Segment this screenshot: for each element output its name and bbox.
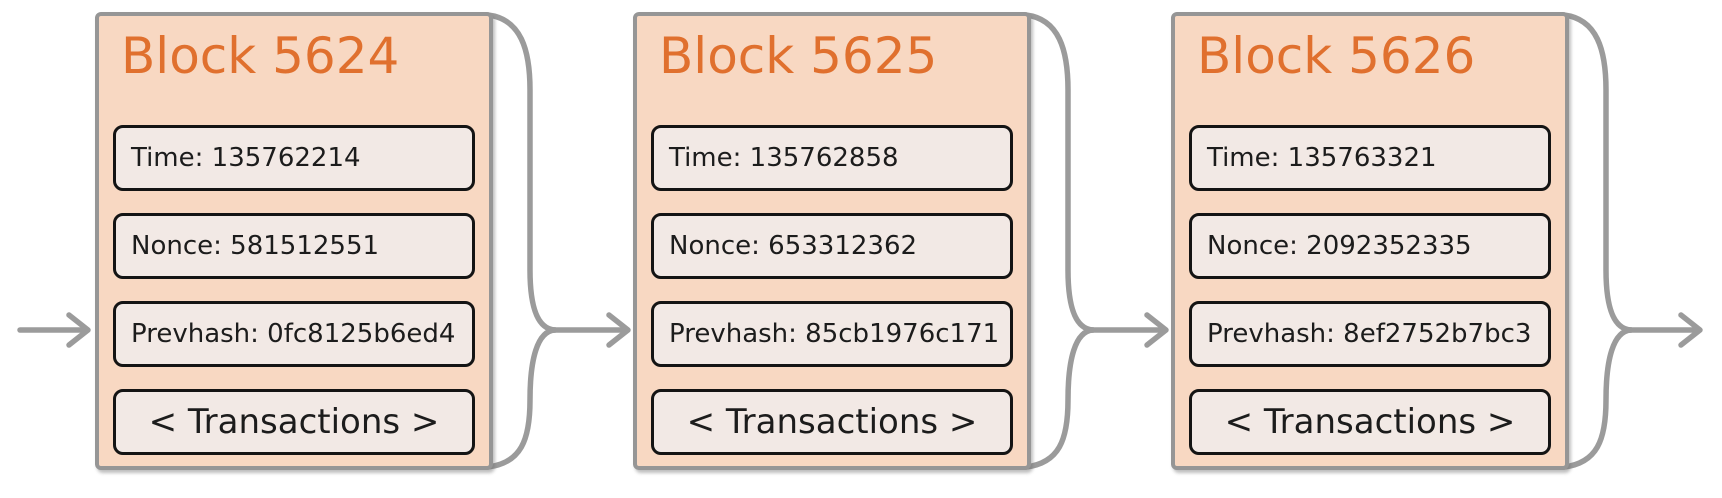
prevhash-field: Prevhash: 85cb1976c171 [651, 301, 1013, 367]
transactions-field: < Transactions > [113, 389, 475, 455]
block-title: Block 5626 [1197, 27, 1476, 85]
prevhash-field: Prevhash: 0fc8125b6ed4 [113, 301, 475, 367]
block2-brace-connector [1023, 12, 1096, 470]
nonce-field: Nonce: 2092352335 [1189, 213, 1551, 279]
outgoing-arrow-right-icon [1626, 312, 1703, 348]
time-field: Time: 135762214 [113, 125, 475, 191]
incoming-arrow-right-icon [17, 312, 91, 348]
block-5625: Block 5625 Time: 135762858 Nonce: 653312… [633, 12, 1031, 470]
block-title: Block 5624 [121, 27, 400, 85]
block-title: Block 5625 [659, 27, 938, 85]
transactions-field: < Transactions > [651, 389, 1013, 455]
time-field: Time: 135762858 [651, 125, 1013, 191]
transactions-field: < Transactions > [1189, 389, 1551, 455]
nonce-field: Nonce: 653312362 [651, 213, 1013, 279]
time-field: Time: 135763321 [1189, 125, 1551, 191]
block-5624: Block 5624 Time: 135762214 Nonce: 581512… [95, 12, 493, 470]
block-5626: Block 5626 Time: 135763321 Nonce: 209235… [1171, 12, 1569, 470]
block1-brace-connector [485, 12, 558, 470]
block-fields: Time: 135763321 Nonce: 2092352335 Prevha… [1189, 125, 1551, 455]
block1-arrow-right-icon [550, 312, 631, 348]
nonce-field: Nonce: 581512551 [113, 213, 475, 279]
block3-brace-connector [1561, 12, 1634, 470]
block-fields: Time: 135762858 Nonce: 653312362 Prevhas… [651, 125, 1013, 455]
block-fields: Time: 135762214 Nonce: 581512551 Prevhas… [113, 125, 475, 455]
block2-arrow-right-icon [1088, 312, 1169, 348]
prevhash-field: Prevhash: 8ef2752b7bc3 [1189, 301, 1551, 367]
